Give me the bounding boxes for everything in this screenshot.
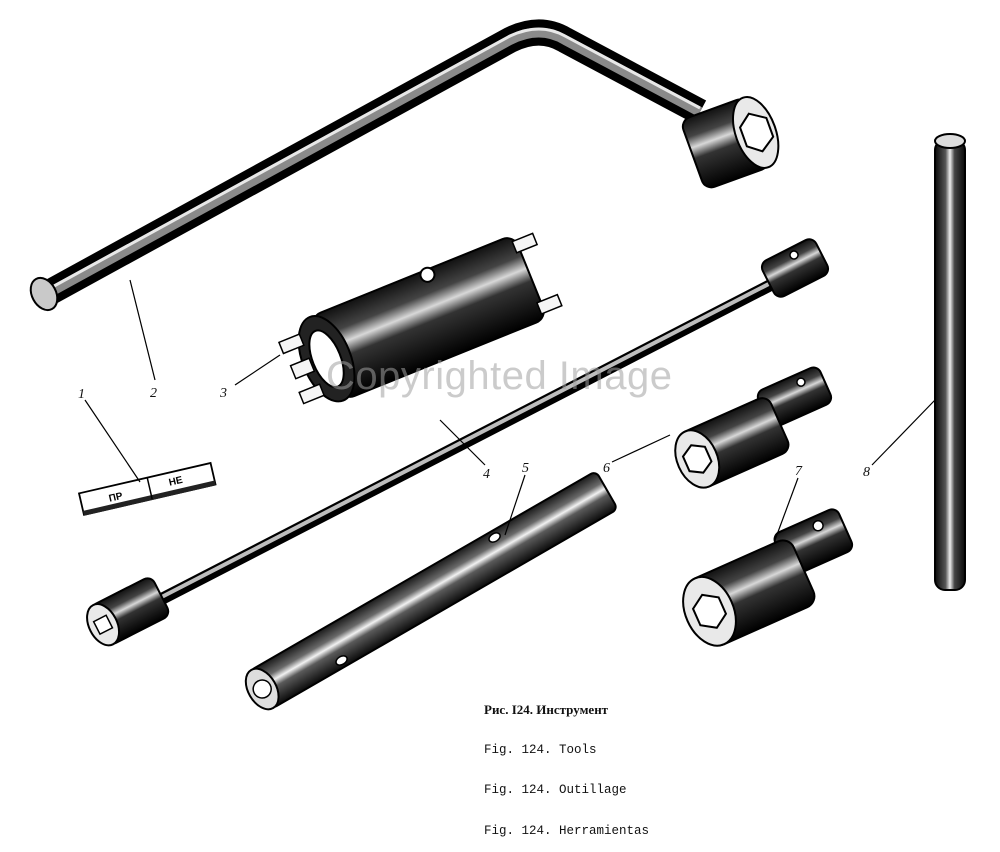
gauge-mark-pr: ПР — [108, 491, 124, 505]
callout-1: 1 — [78, 387, 85, 402]
callout-2: 2 — [150, 386, 157, 401]
caption-line-es: Fig. 124. Herramientas — [484, 823, 650, 838]
slotted-socket-wrench — [277, 232, 563, 405]
tools-figure: ПР НЕ — [29, 19, 966, 711]
caption-line-fr: Fig. 124. Outillage — [484, 783, 627, 797]
tommy-bar — [934, 133, 966, 591]
callout-4: 4 — [483, 467, 490, 482]
callout-3: 3 — [219, 386, 227, 401]
feeler-gauge: ПР НЕ — [77, 461, 217, 516]
l-wheel-wrench — [29, 19, 780, 312]
callout-7: 7 — [795, 464, 803, 479]
callout-8: 8 — [863, 465, 870, 480]
double-socket-wrench — [86, 238, 830, 647]
tube-spanner — [244, 472, 617, 711]
gauge-mark-ne: НЕ — [168, 475, 184, 489]
callout-5: 5 — [522, 461, 529, 476]
figure-caption: Рис. I24. Инструмент Fig. 124. Tools Fig… — [484, 676, 649, 852]
caption-line-en: Fig. 124. Tools — [484, 742, 597, 757]
callout-6: 6 — [603, 461, 610, 476]
large-socket — [682, 508, 854, 647]
small-socket — [674, 366, 833, 489]
caption-line-ru: Рис. I24. Инструмент — [484, 702, 609, 717]
watermark-text: Copyrighted Image — [326, 354, 673, 398]
leader-lines — [84, 279, 936, 541]
